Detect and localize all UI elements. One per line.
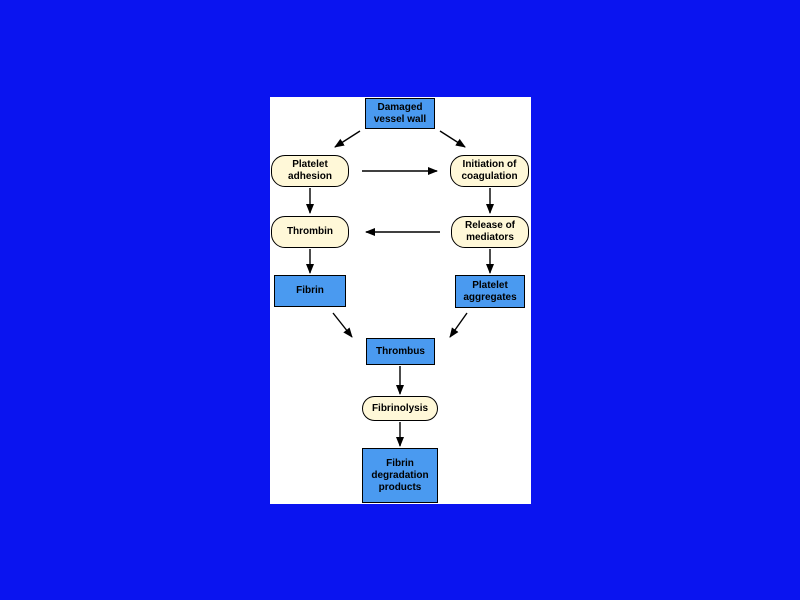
node-fibrin: Fibrin — [274, 275, 346, 307]
node-fibrinolysis: Fibrinolysis — [362, 396, 438, 421]
node-platelet-aggregates: Platelet aggregates — [455, 275, 525, 308]
arrow-aggregates-to-thrombus — [449, 312, 468, 338]
node-platelet-adhesion: Platelet adhesion — [271, 155, 349, 187]
node-initiation-of-coagulation: Initiation of coagulation — [450, 155, 529, 187]
node-release-of-mediators: Release of mediators — [451, 216, 529, 248]
node-fibrin-degradation-products: Fibrin degradation products — [362, 448, 438, 503]
node-thrombin: Thrombin — [271, 216, 349, 248]
arrow-vessel-to-coagulation — [439, 130, 466, 148]
node-damaged-vessel-wall: Damaged vessel wall — [365, 98, 435, 129]
node-thrombus: Thrombus — [366, 338, 435, 365]
arrow-fibrin-to-thrombus — [332, 312, 353, 338]
arrow-vessel-to-adhesion — [334, 130, 361, 148]
